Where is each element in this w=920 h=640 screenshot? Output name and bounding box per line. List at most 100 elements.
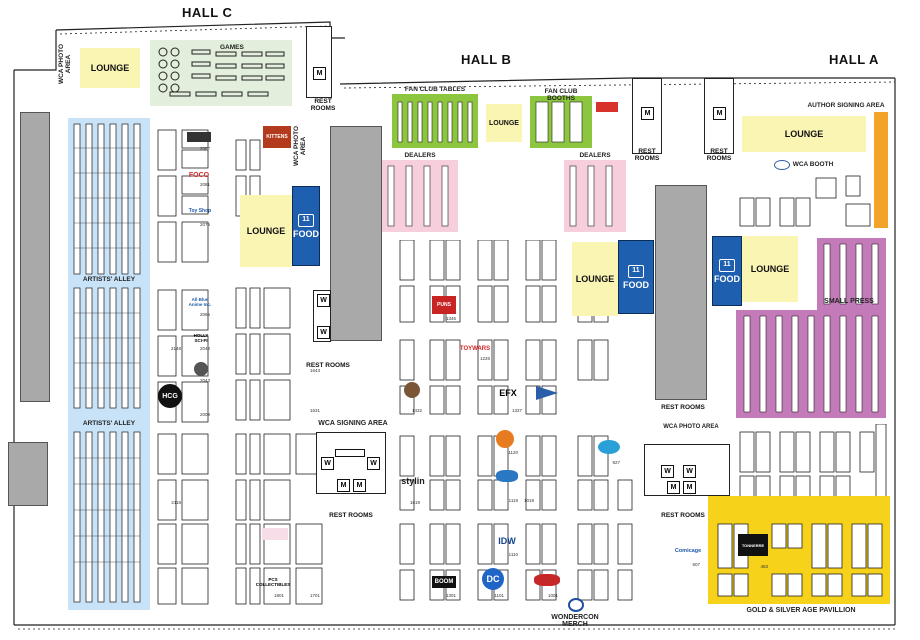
exhibitor-foco[interactable]: FOCO (188, 171, 210, 179)
booth-1120: 1120 (508, 450, 518, 455)
exhibitor-hcg[interactable]: HCG (158, 384, 182, 408)
booth-1101: 1101 (494, 593, 504, 598)
booth-2065: 2065 (199, 312, 210, 317)
exhibitor-blue-swirl-logo[interactable] (598, 440, 620, 454)
exhibitor-pink-logo[interactable] (262, 528, 288, 540)
gold-silver-age-pavillion: TONNERRE 463 (708, 496, 890, 604)
food-icon: 11 (719, 258, 735, 272)
exhibitor-1119-logo[interactable] (496, 470, 518, 482)
booth-1019: 1019 (523, 498, 534, 503)
wca-photo-area-right-label: WCA PHOTO AREA (663, 424, 719, 430)
restroom-block-hall-b: M (632, 78, 662, 154)
lounge-hall-b: LOUNGE (572, 242, 618, 316)
lounge-hall-c-top: LOUNGE (80, 48, 140, 88)
rest-rooms-label-2: REST ROOMS (306, 362, 350, 369)
exhibitor-red-logo[interactable] (596, 102, 618, 112)
fan-club-tables: FAN CLUB TABLES (392, 86, 478, 148)
exhibitor-kittens[interactable]: KITTENS (263, 126, 291, 148)
food-icon: 11 (628, 264, 644, 278)
artists-alley-label-top: ARTISTS' ALLEY (76, 276, 142, 283)
booth-1327: 1327 (511, 408, 522, 413)
exhibitor-red-burst-logo[interactable] (534, 574, 560, 586)
exhibitor-dc[interactable]: DC (482, 568, 504, 590)
booth-1001: 1001 (547, 593, 558, 598)
booth-2087: 2087 (199, 146, 210, 151)
rest-rooms-label-7: REST ROOMS (661, 512, 705, 519)
booth-927: 927 (612, 460, 620, 465)
wca-photo-area-left: WCA PHOTO AREA (58, 43, 72, 85)
exhibitor-toy-shop[interactable]: Toy Shop (188, 208, 212, 214)
hall-b-booths (399, 240, 633, 601)
booth-1110: 1110 (508, 552, 518, 557)
exhibitor-2043-logo[interactable] (194, 362, 208, 376)
exhibitor-2087-logo[interactable] (187, 132, 211, 142)
booth-2043: 2043 (199, 378, 210, 383)
lounge-hall-a: LOUNGE (742, 236, 798, 302)
exhibitor-all-blue[interactable]: All Blue Anime Inc. (188, 297, 212, 307)
lounge-hall-a-top: LOUNGE (742, 116, 866, 152)
exhibitor-1432-logo[interactable] (404, 382, 420, 398)
booth-1226: 1226 (479, 356, 490, 361)
exhibitor-toywars[interactable]: TOYWARS (459, 346, 491, 352)
gold-silver-label: GOLD & SILVER AGE PAVILLION (746, 607, 856, 614)
wca-photo-area-center: WCA PHOTO AREA (293, 125, 307, 167)
rest-rooms-label-5: REST ROOMS (706, 148, 732, 162)
exhibitor-holly-scifi[interactable]: HOLLY SCI-FI (193, 333, 209, 343)
games-area: GAMES (150, 40, 292, 106)
booth-463: 463 (760, 564, 768, 569)
exhibitor-efx[interactable]: EFX (499, 388, 517, 398)
restroom-block-hall-c-mid: W W (313, 290, 331, 342)
hall-c-label: HALL C (182, 5, 233, 20)
fan-club-booths: FAN CLUB BOOTHS (530, 88, 592, 148)
exhibitor-pcs[interactable]: PCS COLLECTIBLES (255, 577, 291, 587)
dealers-right: DEALERS (564, 152, 626, 232)
hall-a-lower-booths (739, 424, 887, 503)
booth-2009: 2009 (199, 412, 210, 417)
hall-a-label: HALL A (829, 52, 879, 67)
booth-1801: 1801 (273, 593, 284, 598)
exhibitor-idw[interactable]: IDW (498, 536, 516, 546)
exhibitor-black-logo[interactable] (530, 534, 560, 544)
rest-rooms-label-1: REST ROOMS (310, 98, 336, 112)
restroom-block-hall-c: M (306, 26, 332, 98)
exhibitor-orange-logo[interactable] (496, 430, 514, 448)
booth-1346: 1346 (445, 316, 456, 321)
booth-1701: 1701 (309, 593, 320, 598)
booth-1643: 1643 (309, 368, 320, 373)
exhibitor-tonnerre[interactable]: TONNERRE (738, 534, 768, 556)
exhibitor-boom[interactable]: BOOM (432, 576, 456, 588)
wondercon-logo-icon (568, 598, 584, 612)
wca-booth-label: WCA BOOTH (792, 161, 834, 168)
author-signing-label: AUTHOR SIGNING AREA (807, 102, 885, 109)
food-hall-a: 11 FOOD (712, 236, 742, 306)
booth-2081: 2081 (199, 182, 210, 187)
dealers-left: DEALERS (382, 152, 458, 232)
artists-alley: ARTISTS' ALLEY ARTISTS' ALLEY (68, 118, 150, 610)
exhibitor-stylin[interactable]: stylin (401, 476, 425, 486)
booth-2148: 2148 (170, 346, 181, 351)
loading-dock-left (20, 112, 50, 402)
booth-1301: 1301 (445, 593, 456, 598)
hall-c-booths (157, 129, 323, 605)
loading-dock-lower (8, 442, 48, 506)
wca-photo-restrooms: W W M M (644, 444, 730, 496)
rest-rooms-label-3: REST ROOMS (329, 512, 373, 519)
exhibitor-puns[interactable]: PUNS (432, 296, 456, 314)
rest-rooms-label-4: REST ROOMS (634, 148, 660, 162)
booth-1432: 1432 (411, 408, 422, 413)
hall-b-label: HALL B (461, 52, 512, 67)
food-hall-c: 11 FOOD (292, 186, 320, 266)
lounge-hall-c: LOUNGE (240, 195, 292, 267)
hall-a-upper-booths (739, 175, 871, 227)
wca-signing-area-label: WCA SIGNING AREA (318, 420, 388, 427)
booth-2118: 2118 (171, 500, 181, 505)
exhibitor-comicage[interactable]: Comicage (674, 548, 702, 554)
booth-1619: 1619 (409, 500, 420, 505)
booth-1119: 1119 (508, 498, 518, 503)
author-signing-area (874, 112, 888, 228)
wca-signing-restrooms: W W M M (316, 432, 386, 494)
hall-divider-ba (655, 185, 707, 400)
artists-alley-label-bottom: ARTISTS' ALLEY (76, 420, 142, 427)
rest-rooms-label-6: REST ROOMS (661, 404, 705, 411)
food-hall-b: 11 FOOD (618, 240, 654, 314)
